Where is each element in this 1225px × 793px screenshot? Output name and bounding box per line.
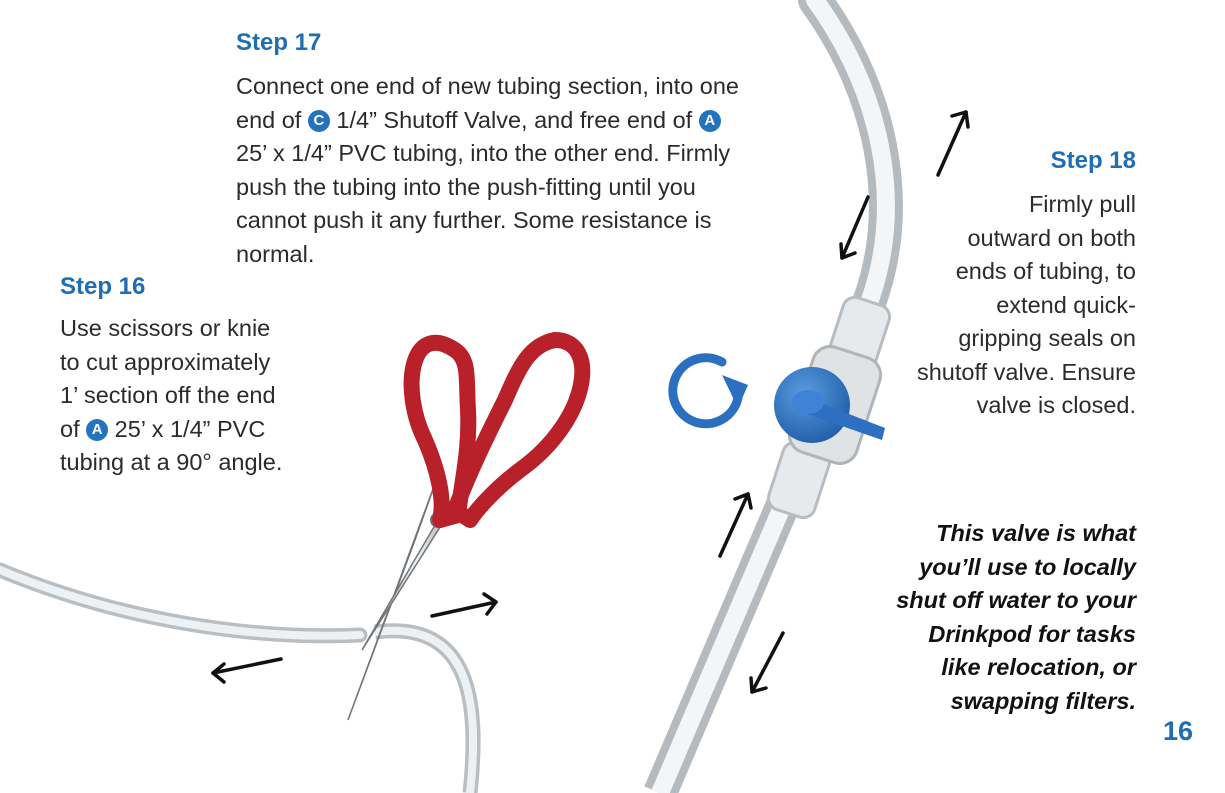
step-16-line: Use scissors or knie — [60, 315, 271, 341]
valve-note-line: Drinkpod for tasks — [928, 620, 1136, 647]
shutoff-valve-illustration — [766, 295, 892, 520]
step-17-text: Connect one end of new tubing section, i… — [236, 70, 836, 271]
part-c-badge: C — [307, 109, 330, 132]
valve-note-line: This valve is what — [936, 520, 1136, 546]
valve-note: This valve is what you’ll use to locally… — [796, 517, 1136, 718]
valve-note-line: shut off water to your — [896, 587, 1136, 613]
arrow-icon — [430, 592, 498, 618]
valve-note-line: like relocation, or — [941, 654, 1136, 680]
valve-note-line: you’ll use to locally — [919, 553, 1136, 580]
step-18-line: shutoff valve. Ensure — [916, 358, 1136, 385]
cut-tubing — [0, 562, 481, 793]
step-16-text-segment: 25’ x 1/4” PVC — [114, 415, 266, 442]
rotate-icon — [668, 353, 748, 429]
step-17-text-segment: 1/4” Shutoff Valve, and free end of — [336, 106, 693, 133]
arrow-icon — [718, 492, 753, 558]
step-17-heading: Step 17 — [236, 29, 322, 56]
page-number: 16 — [1162, 716, 1193, 746]
step-18-line: gripping seals on — [958, 325, 1136, 351]
step-18-line: outward on both — [967, 224, 1136, 251]
arrow-icon — [936, 110, 970, 177]
arrow-icon — [839, 195, 870, 260]
step-16-line: 1’ section off the end — [60, 382, 276, 408]
step-17-text-segment: end of — [236, 106, 302, 133]
step-18-line: ends of tubing, to — [955, 258, 1136, 284]
step-16-line: tubing at a 90° angle. — [60, 449, 283, 475]
step-17-line: push the tubing into the push-fitting un… — [236, 173, 696, 200]
part-a-badge: A — [698, 109, 721, 132]
step-17-line: Connect one end of new tubing section, i… — [236, 73, 740, 99]
step-18-line: valve is closed. — [976, 392, 1136, 418]
step-16-text-segment: of — [60, 415, 80, 442]
step-17-line: end of C 1/4” Shutoff Valve, and free en… — [236, 104, 836, 138]
step-18-text: Firmly pull outward on both ends of tubi… — [836, 188, 1136, 423]
step-17-line: 25’ x 1/4” PVC tubing, into the other en… — [236, 140, 731, 166]
arrow-icon — [749, 631, 785, 694]
step-16-line: to cut approximately — [60, 348, 271, 375]
step-17-line: cannot push it any further. Some resista… — [236, 207, 712, 233]
valve-note-line: swapping filters. — [950, 687, 1136, 714]
step-16-heading: Step 16 — [60, 273, 146, 300]
part-a-badge: A — [86, 418, 109, 441]
step-18-heading: Step 18 — [1050, 147, 1136, 174]
tubing-illustration — [644, 0, 903, 793]
step-17-line: normal. — [236, 240, 315, 267]
arrow-icon — [211, 657, 283, 684]
step-18-line: Firmly pull — [1028, 191, 1136, 217]
step-16-line: of A 25’ x 1/4” PVC — [60, 413, 360, 447]
scissors-illustration — [347, 332, 591, 721]
step-16-text: Use scissors or knie to cut approximatel… — [60, 312, 360, 480]
step-18-line: extend quick- — [996, 291, 1136, 318]
